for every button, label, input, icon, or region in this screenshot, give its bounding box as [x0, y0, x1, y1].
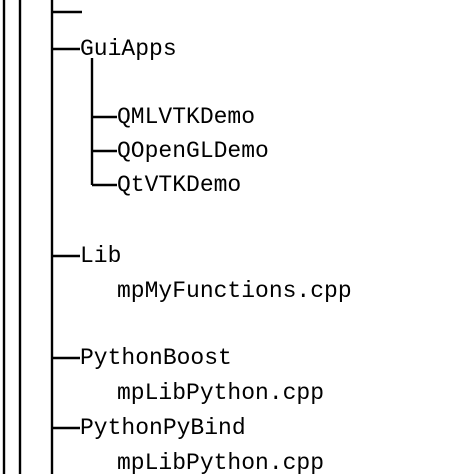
file-mpmyfunctions-cpp: mpMyFunctions.cpp: [117, 278, 352, 304]
file-mplibpython-cpp-boost: mpLibPython.cpp: [117, 380, 325, 406]
folder-guiapps: GuiApps: [80, 36, 177, 62]
folder-pythonpybind: PythonPyBind: [80, 415, 246, 441]
file-mplibpython-cpp-pybind: mpLibPython.cpp: [117, 450, 325, 474]
folder-qmlvtkdemo: QMLVTKDemo: [117, 104, 256, 130]
folder-qopengldemo: QOpenGLDemo: [117, 138, 269, 164]
folder-qtvtkdemo: QtVTKDemo: [117, 172, 242, 198]
folder-lib: Lib: [80, 243, 122, 269]
folder-pythonboost: PythonBoost: [80, 345, 232, 371]
